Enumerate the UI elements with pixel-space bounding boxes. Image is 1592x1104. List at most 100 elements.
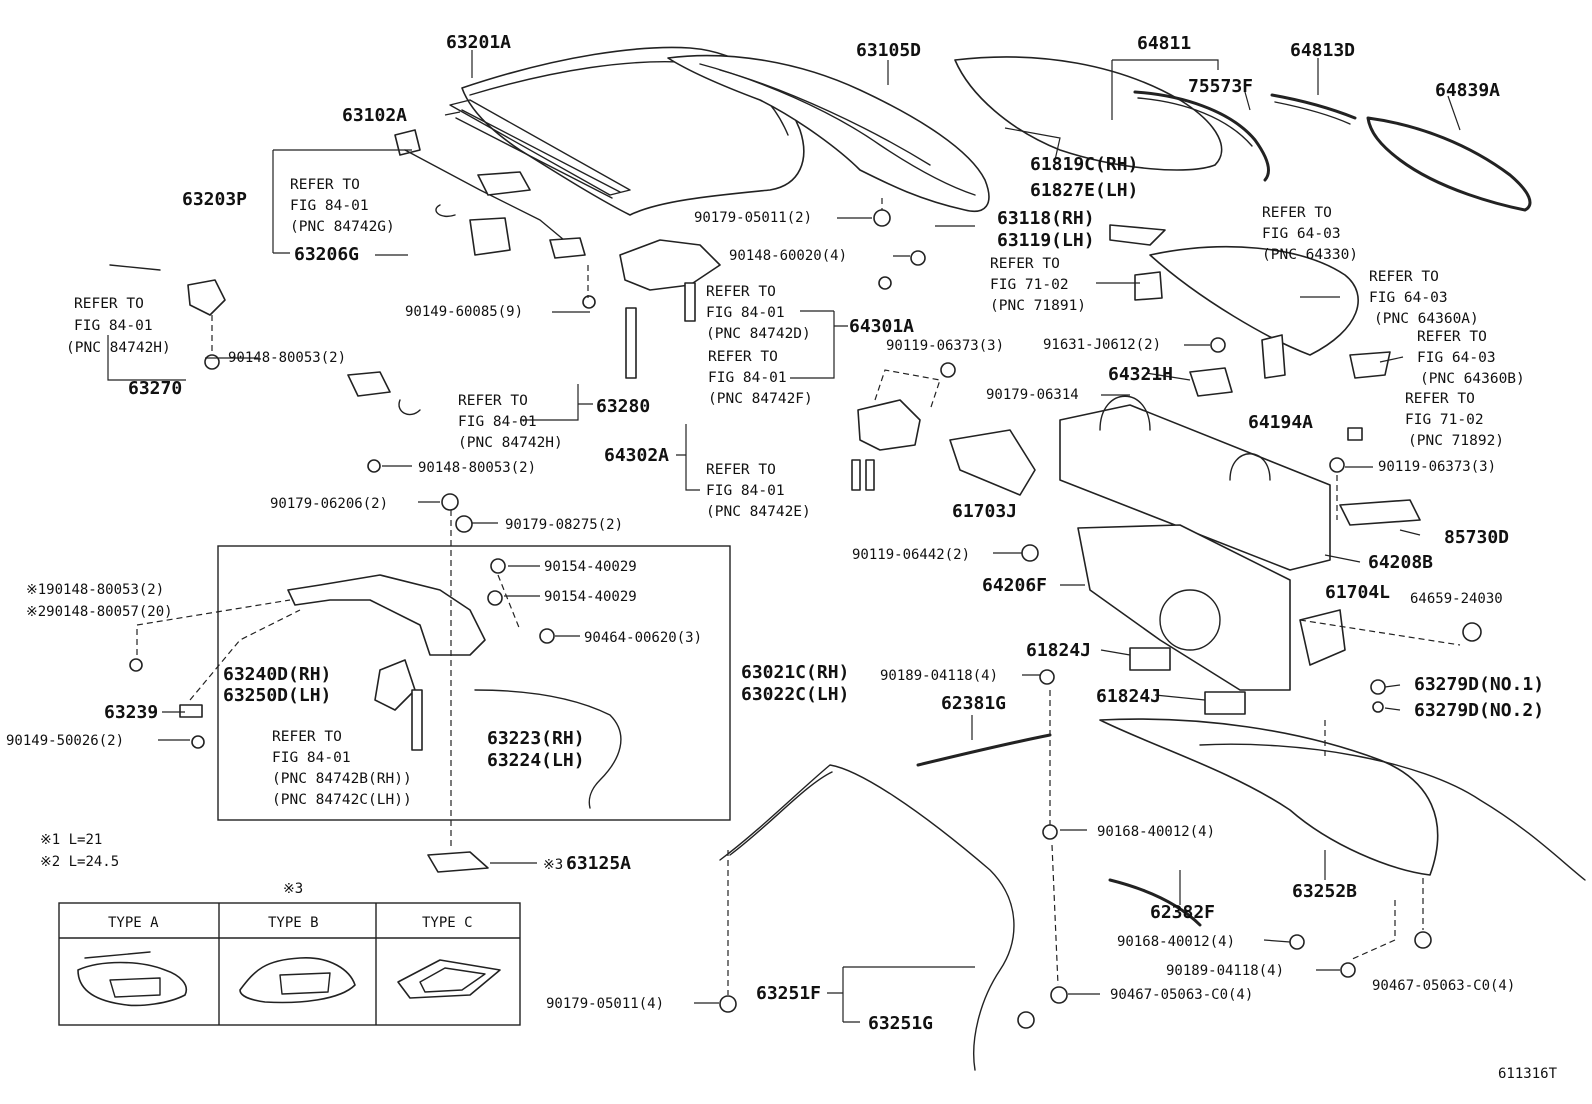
- label-64811: 64811: [1137, 33, 1191, 54]
- label-63279D-no1: 63279D(NO.1): [1414, 674, 1544, 695]
- label-75573F: 75573F: [1188, 76, 1253, 97]
- weatherstrip-63251F: [719, 764, 1015, 1071]
- refer-block-r2: REFER TO FIG 84-01 (PNC 84742H): [66, 296, 171, 356]
- refer-r6-line1: REFER TO: [706, 462, 776, 478]
- refer-r4-line1: REFER TO: [708, 349, 778, 365]
- refer-block-r5: REFER TO FIG 84-01 (PNC 84742H): [458, 393, 563, 451]
- fasteners: [129, 209, 1482, 1029]
- refer-r2-line2: FIG 84-01: [74, 318, 153, 334]
- label-90154-40029b: 90154-40029: [544, 589, 637, 605]
- cover-63252B: [1099, 718, 1586, 881]
- label-64839A: 64839A: [1435, 80, 1500, 101]
- label-63239: 63239: [104, 702, 158, 723]
- refer-r6-line2: FIG 84-01: [706, 483, 785, 499]
- refer-blocks: REFER TO FIG 84-01 (PNC 84742G) REFER TO…: [66, 177, 1525, 808]
- label-61827E: 61827E(LH): [1030, 180, 1138, 201]
- label-64206F: 64206F: [982, 575, 1047, 596]
- refer-r1-line3: (PNC 84742G): [290, 219, 395, 235]
- refer-block-r12: REFER TO FIG 84-01 (PNC 84742B(RH)) (PNC…: [272, 729, 412, 808]
- trim-62381G: [916, 733, 1052, 767]
- linkage-63021C: [287, 574, 486, 656]
- refer-r4-line3: (PNC 84742F): [708, 391, 813, 407]
- refer-r2-line3: (PNC 84742H): [66, 340, 171, 356]
- refer-r9-line1: REFER TO: [1369, 269, 1439, 285]
- label-64659-24030: 64659-24030: [1410, 591, 1503, 607]
- label-90119-06373-3a: 90119-06373(3): [886, 338, 1004, 354]
- cable-63223: [474, 689, 622, 809]
- brackets-64321H: [1109, 224, 1391, 441]
- label-90179-08275-2: 90179-08275(2): [505, 517, 623, 533]
- type-b-shape: [239, 957, 356, 1004]
- label-64194A: 64194A: [1248, 412, 1313, 433]
- standard-part-labels: 90179-05011(2) 90148-60020(4) 90149-6008…: [6, 210, 1515, 1012]
- label-90189-04118-4a: 90189-04118(4): [880, 668, 998, 684]
- refer-r10-line3: (PNC 64360B): [1420, 371, 1525, 387]
- label-64321H: 64321H: [1108, 364, 1173, 385]
- label-63270: 63270: [128, 378, 182, 399]
- trim-62382F: [1108, 878, 1202, 927]
- refer-r12-line2: FIG 84-01: [272, 750, 351, 766]
- refer-r9-line3: (PNC 64360A): [1374, 311, 1479, 327]
- cushion-61824J: [1129, 647, 1246, 715]
- label-90179-05011-4: 90179-05011(4): [546, 996, 664, 1012]
- label-64208B: 64208B: [1368, 552, 1433, 573]
- label-90179-06206-2: 90179-06206(2): [270, 496, 388, 512]
- label-61824J-1: 61824J: [1026, 640, 1091, 661]
- refer-r3-line3: (PNC 84742D): [706, 326, 811, 342]
- label-90154-40029a: 90154-40029: [544, 559, 637, 575]
- label-62382F: 62382F: [1150, 902, 1215, 923]
- refer-block-r3: REFER TO FIG 84-01 (PNC 84742D): [706, 284, 811, 342]
- label-90464-00620-3: 90464-00620(3): [584, 630, 702, 646]
- label-63280: 63280: [596, 396, 650, 417]
- label-63203P: 63203P: [182, 189, 247, 210]
- label-63125A-mark: ※3: [543, 857, 563, 873]
- refer-r9-line2: FIG 64-03: [1369, 290, 1448, 306]
- type-c-header: TYPE C: [422, 915, 473, 931]
- label-64302A: 64302A: [604, 445, 669, 466]
- refer-r3-line2: FIG 84-01: [706, 305, 785, 321]
- leader-lines: [158, 50, 1461, 1004]
- switch-assembly-64301A: [619, 239, 721, 379]
- label-90119-06373-3b: 90119-06373(3): [1378, 459, 1496, 475]
- hinge-61704L: [1299, 609, 1346, 666]
- type-b-header: TYPE B: [268, 915, 319, 931]
- group-brackets: [107, 59, 1219, 1023]
- roof-panel-64811: [954, 56, 1223, 171]
- bracket-85730D: [1339, 499, 1421, 526]
- weatherstrip-64839A: [1366, 116, 1532, 212]
- roof-panel-63105D: [667, 54, 990, 212]
- label-63251F: 63251F: [756, 983, 821, 1004]
- plate-63125A: [427, 851, 489, 873]
- label-63223: 63223(RH): [487, 728, 585, 749]
- type-table-labels: ※3 TYPE A TYPE B TYPE C: [108, 881, 473, 931]
- type-c-shape: [397, 959, 501, 999]
- refer-r5-line2: FIG 84-01: [458, 414, 537, 430]
- diagram-id: 611316T: [1498, 1066, 1558, 1082]
- roof-frame-63102A: [449, 99, 631, 199]
- label-90148-80057-note2: ※290148-80057(20): [26, 604, 173, 620]
- label-63119: 63119(LH): [997, 230, 1095, 251]
- label-90168-40012-4a: 90168-40012(4): [1097, 824, 1215, 840]
- motor-assembly-63203P: [394, 129, 586, 259]
- refer-r8-line1: REFER TO: [990, 256, 1060, 272]
- label-63250D: 63250D(LH): [223, 685, 331, 706]
- label-63021C: 63021C(RH): [741, 662, 849, 683]
- refer-block-r7: REFER TO FIG 64-03 (PNC 64330): [1262, 205, 1358, 263]
- label-90467-05063-c0-b: 90467-05063-C0(4): [1372, 978, 1515, 994]
- refer-block-r8: REFER TO FIG 71-02 (PNC 71891): [990, 256, 1086, 314]
- linkage-detail-box: [217, 545, 731, 821]
- label-63105D: 63105D: [856, 40, 921, 61]
- label-64301A: 64301A: [849, 316, 914, 337]
- note-2: ※2 L=24.5: [40, 854, 119, 870]
- label-63102A: 63102A: [342, 105, 407, 126]
- label-90179-06314: 90179-06314: [986, 387, 1079, 403]
- refer-r10-line2: FIG 64-03: [1417, 350, 1496, 366]
- trim-61703J: [949, 429, 1036, 496]
- type-a-header: TYPE A: [108, 915, 159, 931]
- motor-63240D: [374, 659, 423, 751]
- refer-r1-line2: FIG 84-01: [290, 198, 369, 214]
- label-90148-80053-2a: 90148-80053(2): [228, 350, 346, 366]
- refer-r11-line2: FIG 71-02: [1405, 412, 1484, 428]
- rear-panel-64206F: [1077, 524, 1291, 691]
